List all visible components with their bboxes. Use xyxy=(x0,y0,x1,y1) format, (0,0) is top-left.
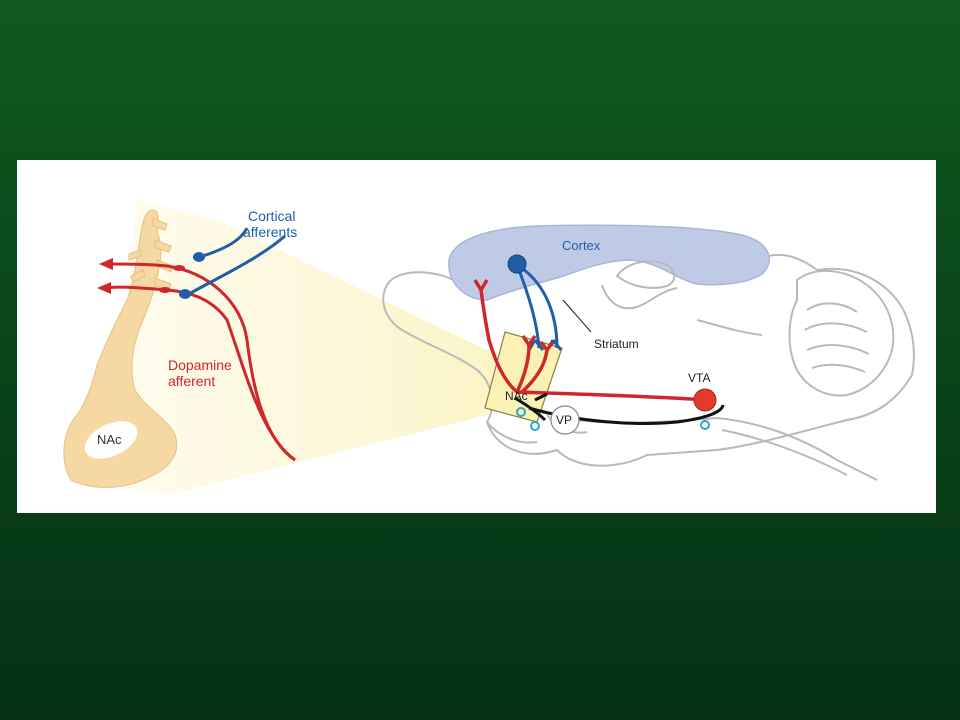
label-vta: VTA xyxy=(688,371,710,385)
label-striatum: Striatum xyxy=(594,337,639,351)
label-dopamine-2: afferent xyxy=(168,373,215,389)
cortical-neuron-soma xyxy=(507,254,527,274)
cortical-bouton-1 xyxy=(193,252,205,262)
label-cortical-1: Cortical xyxy=(248,208,295,224)
dopamine-varicosity-1 xyxy=(173,265,185,271)
label-nac-cell: NAc xyxy=(97,432,122,447)
vp-region xyxy=(550,405,580,435)
dopamine-arrowhead-2 xyxy=(97,282,111,294)
dopamine-afferents xyxy=(102,262,296,462)
hippocampus-outline xyxy=(615,260,676,289)
label-cortical-2: afferents xyxy=(243,224,297,240)
label-vp: VP xyxy=(556,413,572,427)
dopamine-projection xyxy=(473,279,708,402)
label-nac-brain: NAc xyxy=(505,389,528,403)
nac-neuron xyxy=(63,209,178,488)
nac-neuron-nucleus xyxy=(84,421,138,459)
label-cortex: Cortex xyxy=(562,238,601,253)
dopamine-varicosity-2 xyxy=(159,287,171,293)
striatum-pointer xyxy=(562,299,592,333)
dopamine-arrowhead-1 xyxy=(99,258,113,270)
cortical-afferents xyxy=(188,227,286,296)
vta-neuron xyxy=(693,388,717,412)
cortical-bouton-2 xyxy=(179,289,191,299)
figure-panel: Cortical afferents Dopamine afferent NAc… xyxy=(17,160,936,513)
cortex-region xyxy=(448,224,771,301)
label-dopamine-1: Dopamine xyxy=(168,357,232,373)
reward-circuit-diagram: Cortical afferents Dopamine afferent NAc… xyxy=(63,200,915,495)
gaba-markers xyxy=(516,407,710,431)
zoom-cone xyxy=(107,200,507,495)
